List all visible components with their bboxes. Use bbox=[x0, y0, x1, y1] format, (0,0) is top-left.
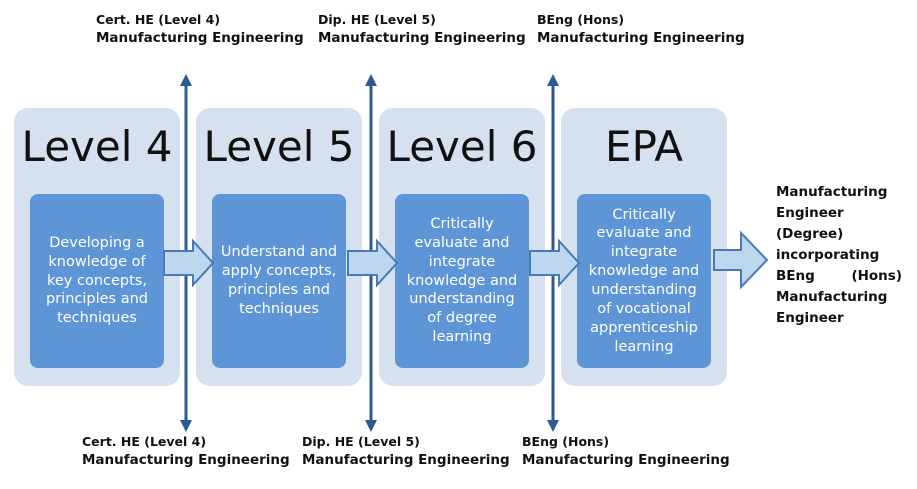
stage-panel-level-4: Level 4 Developing a knowledge of key co… bbox=[14, 108, 180, 386]
stage-description-level-6: Critically evaluate and integrate knowle… bbox=[395, 194, 529, 368]
outcome-line-3: (Degree) bbox=[776, 225, 844, 242]
outcome-line-1: Manufacturing bbox=[776, 184, 888, 200]
top-caption-cert-he-award: Cert. HE (Level 4) bbox=[96, 12, 221, 27]
bottom-caption-cert-he: Cert. HE (Level 4) Manufacturing Enginee… bbox=[82, 434, 290, 469]
top-caption-cert-he-subject: Manufacturing Engineering bbox=[96, 29, 304, 46]
stage-title-epa: EPA bbox=[605, 122, 683, 171]
stage-title-level-6: Level 6 bbox=[386, 122, 538, 171]
top-caption-beng-award: BEng (Hons) bbox=[537, 12, 625, 27]
top-caption-dip-he-award: Dip. HE (Level 5) bbox=[318, 12, 436, 27]
outcome-line-2: Engineer bbox=[776, 204, 844, 221]
bottom-caption-cert-he-subject: Manufacturing Engineering bbox=[82, 451, 290, 468]
outcome-line-5-beng: BEng bbox=[776, 267, 815, 284]
outcome-line-5-hons: (Hons) bbox=[851, 267, 902, 284]
stage-panel-level-6: Level 6 Critically evaluate and integrat… bbox=[379, 108, 545, 386]
outcome-line-7: Engineer bbox=[776, 309, 844, 326]
progression-arrow-3 bbox=[529, 238, 581, 288]
bottom-caption-beng: BEng (Hons) Manufacturing Engineering bbox=[522, 434, 730, 469]
top-caption-dip-he: Dip. HE (Level 5) Manufacturing Engineer… bbox=[318, 12, 526, 47]
bottom-caption-dip-he: Dip. HE (Level 5) Manufacturing Engineer… bbox=[302, 434, 510, 469]
bottom-caption-cert-he-award: Cert. HE (Level 4) bbox=[82, 434, 207, 449]
stage-title-level-4: Level 4 bbox=[21, 122, 173, 171]
bottom-caption-beng-award: BEng (Hons) bbox=[522, 434, 610, 449]
stage-panel-epa: EPA Critically evaluate and integrate kn… bbox=[561, 108, 727, 386]
stage-description-level-4: Developing a knowledge of key concepts, … bbox=[30, 194, 164, 368]
stage-description-epa: Critically evaluate and integrate knowle… bbox=[577, 194, 711, 368]
progression-arrow-1 bbox=[163, 238, 215, 288]
progression-arrow-2 bbox=[347, 238, 399, 288]
top-caption-dip-he-subject: Manufacturing Engineering bbox=[318, 29, 526, 46]
outcome-line-4: incorporating bbox=[776, 246, 880, 263]
bottom-caption-beng-subject: Manufacturing Engineering bbox=[522, 451, 730, 468]
outcome-text: Manufacturing Engineer (Degree) incorpor… bbox=[776, 182, 902, 328]
outcome-line-6: Manufacturing bbox=[776, 288, 888, 305]
progression-arrow-outcome bbox=[713, 230, 769, 290]
bottom-caption-dip-he-subject: Manufacturing Engineering bbox=[302, 451, 510, 468]
bottom-caption-dip-he-award: Dip. HE (Level 5) bbox=[302, 434, 420, 449]
top-caption-beng: BEng (Hons) Manufacturing Engineering bbox=[537, 12, 745, 47]
stage-panel-level-5: Level 5 Understand and apply concepts, p… bbox=[196, 108, 362, 386]
stage-title-level-5: Level 5 bbox=[203, 122, 355, 171]
stage-description-level-5: Understand and apply concepts, principle… bbox=[212, 194, 346, 368]
outcome-line-5: BEng (Hons) bbox=[776, 266, 902, 287]
top-caption-cert-he: Cert. HE (Level 4) Manufacturing Enginee… bbox=[96, 12, 304, 47]
top-caption-beng-subject: Manufacturing Engineering bbox=[537, 29, 745, 46]
